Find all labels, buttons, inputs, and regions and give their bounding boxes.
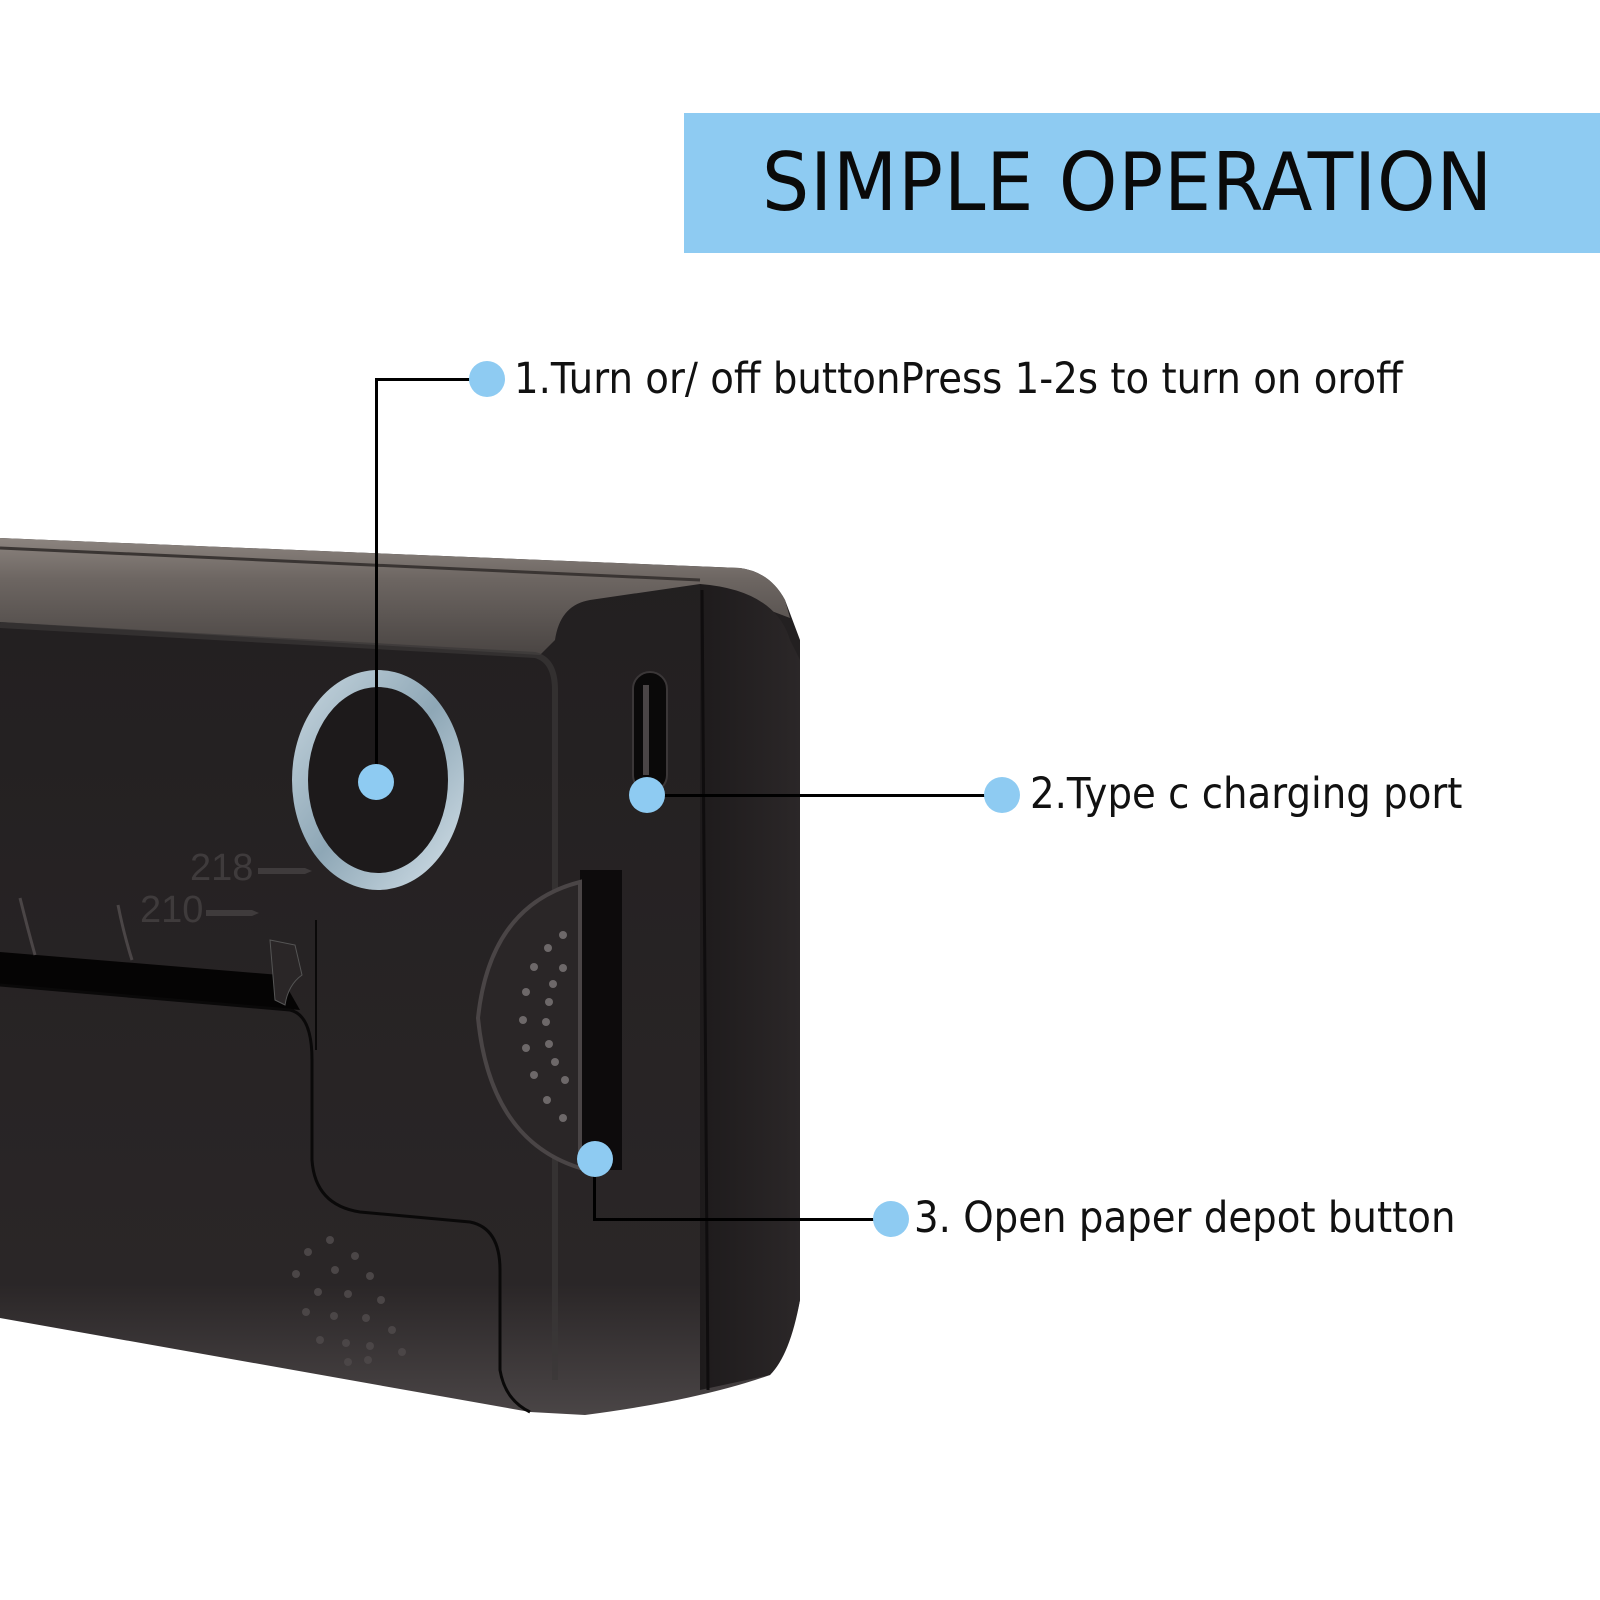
printer-body	[0, 538, 800, 1415]
page-title: SIMPLE OPERATION	[762, 136, 1494, 229]
callout-1-label: 1.Turn or/ off buttonPress 1-2s to turn …	[514, 354, 1403, 404]
callout-3-label: 3. Open paper depot button	[914, 1193, 1456, 1243]
paper-mark-218: 218	[190, 847, 253, 889]
printer-side-face	[700, 584, 800, 1390]
callout-2-label-dot	[984, 777, 1020, 813]
callout-3-target-dot	[577, 1141, 613, 1177]
callout-1-label-dot	[469, 361, 505, 397]
speaker-grille	[292, 1236, 406, 1366]
callout-2-target-dot	[629, 777, 665, 813]
callout-2-label: 2.Type c charging port	[1030, 769, 1463, 819]
callout-1-line-horizontal	[375, 378, 485, 381]
callout-3-line-horizontal	[593, 1218, 893, 1221]
paper-mark-210: 210	[140, 889, 203, 931]
callout-1-target-dot	[358, 764, 394, 800]
callout-3-label-dot	[873, 1201, 909, 1237]
callout-3-line-vertical	[593, 1160, 596, 1220]
title-banner: SIMPLE OPERATION	[684, 113, 1600, 253]
type-c-port	[632, 671, 668, 793]
callout-2-line	[650, 794, 990, 797]
paper-depot-button[interactable]	[475, 870, 622, 1171]
callout-1-line-vertical	[375, 378, 378, 778]
paper-slot	[0, 952, 300, 1010]
printer-top-edge	[0, 538, 790, 655]
